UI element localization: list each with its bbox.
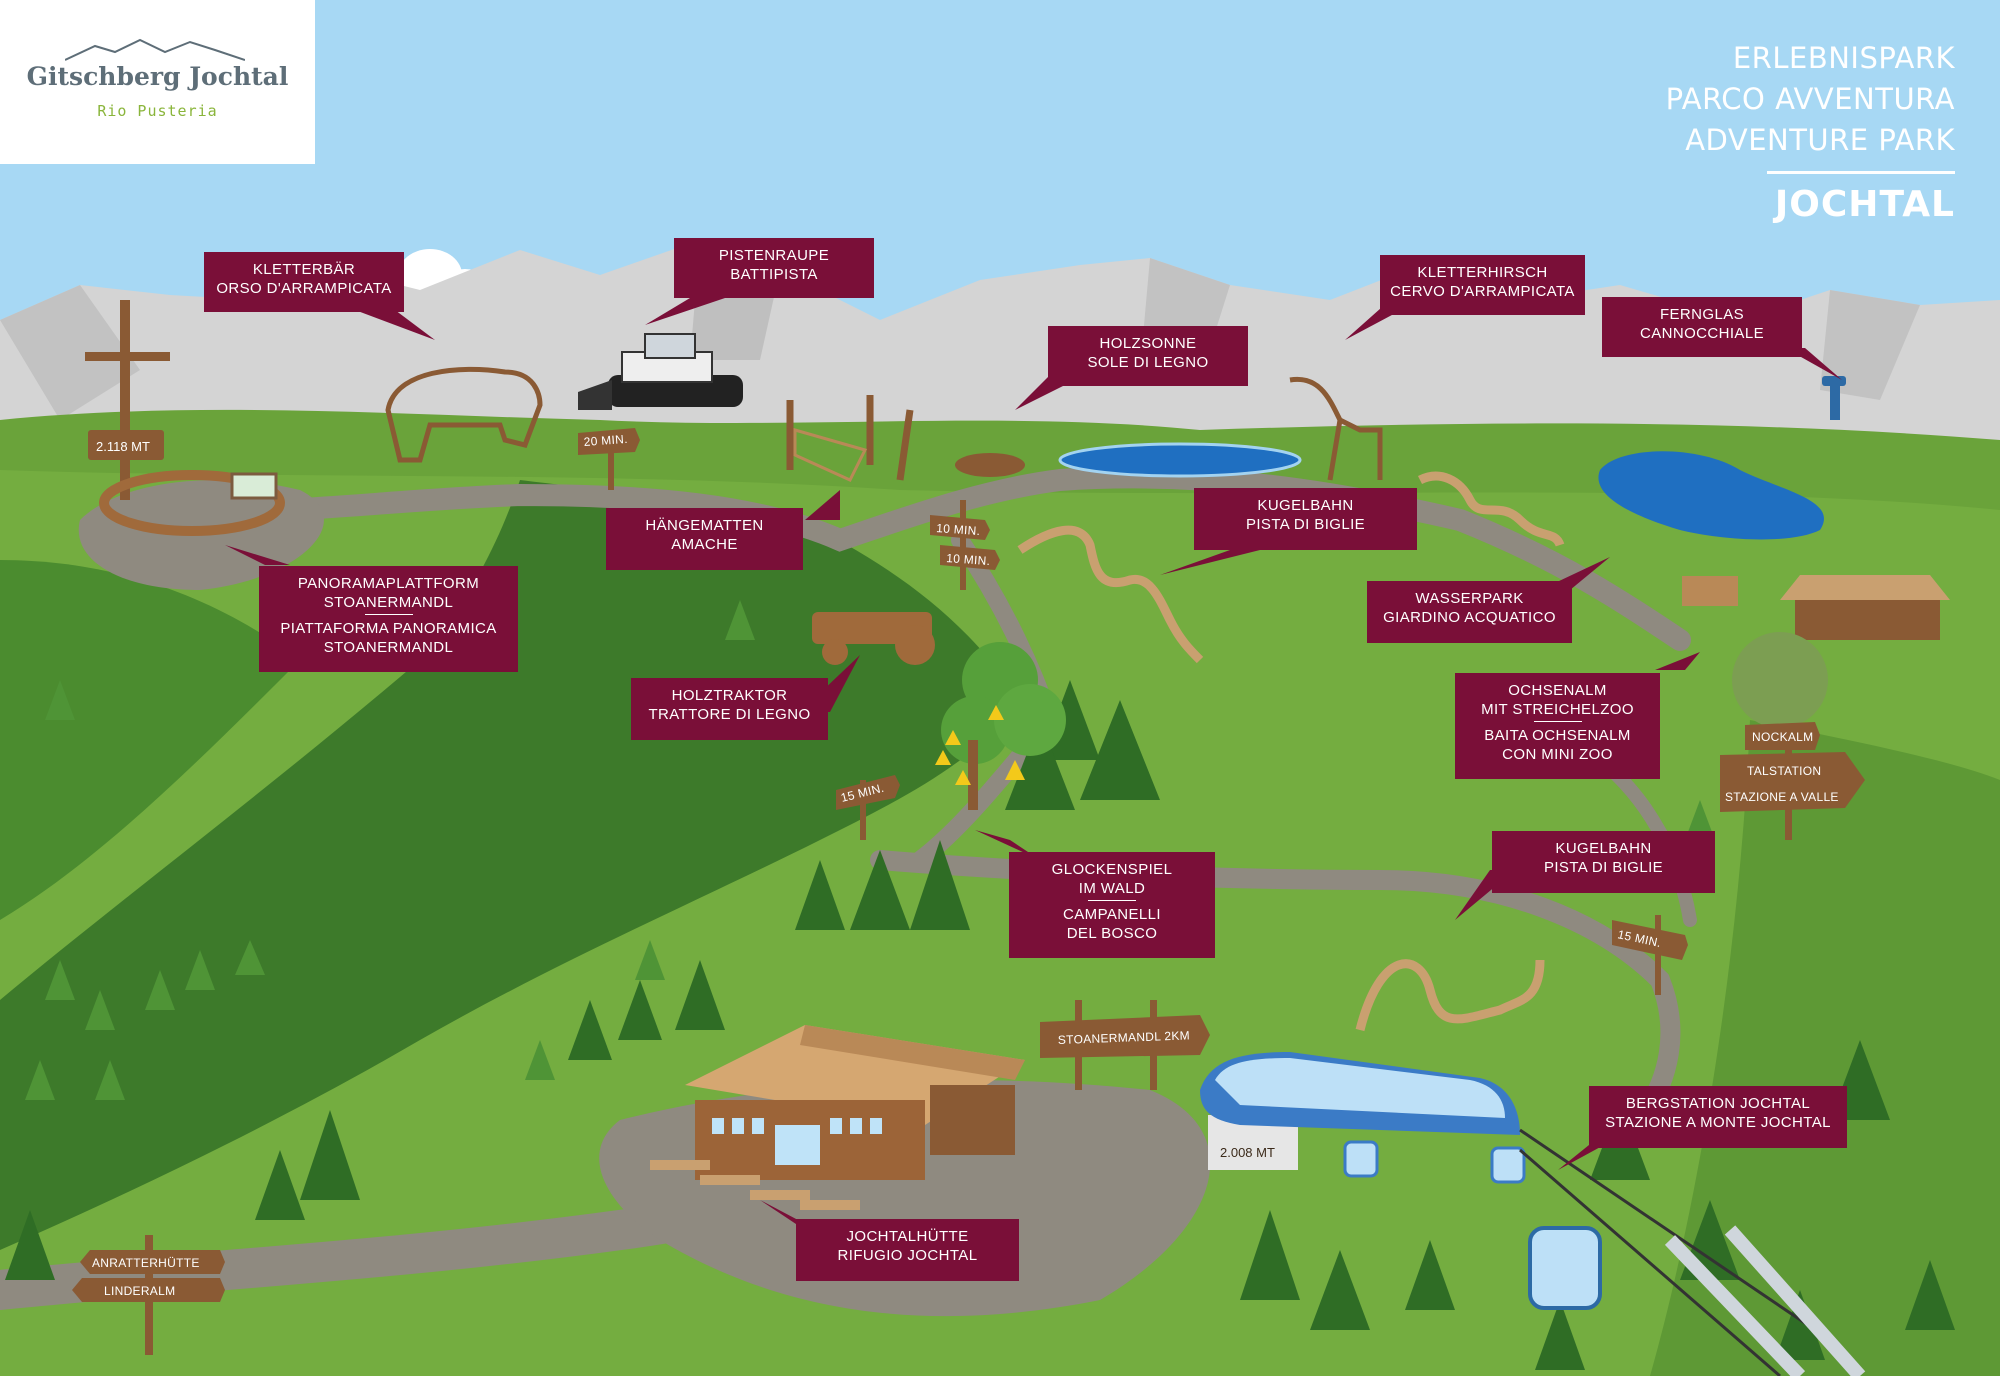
label-line-de: OCHSENALM	[1508, 682, 1607, 699]
label-fernglas[interactable]: FERNGLAS CANNOCCHIALE	[1602, 297, 1802, 357]
label-line-it: CON MINI ZOO	[1502, 746, 1613, 763]
label-kugelbahn-2[interactable]: KUGELBAHN PISTA DI BIGLIE	[1492, 831, 1715, 893]
label-haengematten[interactable]: HÄNGEMATTEN AMACHE	[606, 508, 803, 570]
label-line-it: DEL BOSCO	[1066, 925, 1158, 942]
label-line-it: CAMPANELLI	[1063, 906, 1161, 923]
label-line-it: PIATTAFORMA PANORAMICA	[280, 620, 497, 637]
wooden-tractor	[812, 612, 935, 665]
ochsenalm-building	[1780, 575, 1950, 640]
logo-name: Gitschberg Jochtal	[26, 62, 289, 91]
label-holzsonne[interactable]: HOLZSONNE SOLE DI LEGNO	[1048, 326, 1248, 386]
label-line-de: IM WALD	[1078, 880, 1146, 897]
label-kletterhirsch[interactable]: KLETTERHIRSCH CERVO D'ARRAMPICATA	[1380, 255, 1585, 315]
label-line-de: HÄNGEMATTEN	[645, 517, 764, 534]
mountain-logo-icon	[65, 38, 245, 61]
station-altitude-text: 2.008 MT	[1220, 1145, 1275, 1160]
park-name: JOCHTAL	[1774, 184, 1955, 225]
label-jochtalhuette[interactable]: JOCHTALHÜTTE RIFUGIO JOCHTAL	[796, 1219, 1019, 1281]
label-line-it: CERVO D'ARRAMPICATA	[1390, 283, 1575, 300]
label-line-it: CANNOCCHIALE	[1640, 325, 1764, 342]
label-line-de: KLETTERBÄR	[252, 261, 356, 278]
water-park-pool	[1598, 451, 1824, 540]
label-holztraktor[interactable]: HOLZTRAKTOR TRATTORE DI LEGNO	[631, 678, 828, 740]
mountain-station	[1200, 1052, 1526, 1184]
bell-tree	[935, 642, 1066, 810]
cross-altitude-text: 2.118 MT	[96, 439, 150, 454]
label-glockenspiel[interactable]: GLOCKENSPIEL IM WALD CAMPANELLI DEL BOSC…	[1009, 852, 1215, 958]
label-pistenraupe[interactable]: PISTENRAUPE BATTIPISTA	[674, 238, 874, 298]
direction-signs	[72, 428, 1865, 1355]
park-title-en: ADVENTURE PARK	[1685, 123, 1955, 157]
park-title-it: PARCO AVVENTURA	[1665, 82, 1955, 116]
label-line-it: PISTA DI BIGLIE	[1543, 859, 1664, 876]
park-title: ERLEBNISPARK PARCO AVVENTURA ADVENTURE P…	[1666, 38, 1955, 225]
label-line-de: HOLZTRAKTOR	[671, 687, 788, 704]
label-line-it: STOANERMANDL	[323, 639, 454, 656]
label-line-de: PISTENRAUPE	[718, 247, 830, 264]
forest-slope	[0, 480, 1020, 1250]
gondola-cabin	[1528, 1226, 1602, 1310]
sign-linderalm: LINDERALM	[104, 1284, 175, 1298]
label-line-it: STAZIONE A MONTE JOCHTAL	[1605, 1114, 1831, 1131]
sign-anratterhuette: ANRATTERHÜTTE	[92, 1256, 200, 1270]
sign-talstation-it: STAZIONE A VALLE	[1725, 790, 1839, 804]
lake	[1058, 442, 1302, 478]
sign-nockalm: NOCKALM	[1752, 730, 1813, 744]
label-line-de: JOCHTALHÜTTE	[846, 1228, 969, 1245]
label-line-de: KLETTERHIRSCH	[1417, 264, 1548, 281]
label-line-it: PISTA DI BIGLIE	[1245, 516, 1366, 533]
title-divider	[1767, 171, 1955, 174]
label-line-de: KUGELBAHN	[1257, 497, 1354, 514]
sign-20-min: 20 MIN.	[583, 432, 628, 449]
sign-10-min-a: 10 MIN.	[936, 521, 981, 538]
label-line-it: TRATTORE DI LEGNO	[648, 706, 811, 723]
label-line-it: AMACHE	[671, 536, 738, 553]
wooden-bear	[385, 366, 543, 463]
label-line-de: GLOCKENSPIEL	[1051, 861, 1173, 878]
label-divider	[1088, 900, 1136, 901]
label-ochsenalm[interactable]: OCHSENALM MIT STREICHELZOO BAITA OCHSENA…	[1455, 673, 1660, 779]
snow-groomer	[578, 333, 743, 410]
jochtalhuette-building	[650, 1025, 1025, 1210]
label-line-de: BERGSTATION JOCHTAL	[1625, 1095, 1811, 1112]
label-line-it: ORSO D'ARRAMPICATA	[216, 280, 392, 297]
wooden-deer	[1289, 376, 1383, 481]
summit-cross	[85, 300, 170, 500]
park-title-de: ERLEBNISPARK	[1732, 41, 1955, 75]
hammocks	[786, 395, 914, 481]
label-bergstation[interactable]: BERGSTATION JOCHTAL STAZIONE A MONTE JOC…	[1589, 1086, 1847, 1148]
label-divider	[364, 614, 413, 615]
label-line-it: RIFUGIO JOCHTAL	[837, 1247, 978, 1264]
label-wasserpark[interactable]: WASSERPARK GIARDINO ACQUATICO	[1367, 581, 1572, 643]
label-line-it: BATTIPISTA	[730, 266, 818, 283]
label-line-de: WASSERPARK	[1415, 590, 1524, 607]
label-line-de: FERNGLAS	[1659, 306, 1745, 323]
label-kletterbaer[interactable]: KLETTERBÄR ORSO D'ARRAMPICATA	[204, 252, 404, 312]
label-divider	[1533, 721, 1582, 722]
label-line-de: STOANERMANDL	[323, 594, 454, 611]
sign-talstation-de: TALSTATION	[1747, 764, 1821, 778]
label-line-de: MIT STREICHELZOO	[1481, 701, 1634, 718]
label-line-it: SOLE DI LEGNO	[1087, 354, 1209, 371]
label-line-de: HOLZSONNE	[1099, 335, 1197, 352]
label-panoramaplattform[interactable]: PANORAMAPLATTFORM STOANERMANDL PIATTAFOR…	[259, 566, 518, 672]
label-line-de: PANORAMAPLATTFORM	[297, 575, 480, 592]
label-line-it: GIARDINO ACQUATICO	[1383, 609, 1556, 626]
logo[interactable]: Gitschberg Jochtal Rio Pusteria	[0, 0, 315, 164]
label-kugelbahn-1[interactable]: KUGELBAHN PISTA DI BIGLIE	[1194, 488, 1417, 550]
sign-10-min-b: 10 MIN.	[946, 551, 991, 568]
label-line-it: BAITA OCHSENALM	[1484, 727, 1631, 744]
label-line-de: KUGELBAHN	[1555, 840, 1652, 857]
logo-subtitle: Rio Pusteria	[97, 102, 218, 120]
sign-stoanermandl: STOANERMANDL 2KM	[1058, 1028, 1191, 1047]
